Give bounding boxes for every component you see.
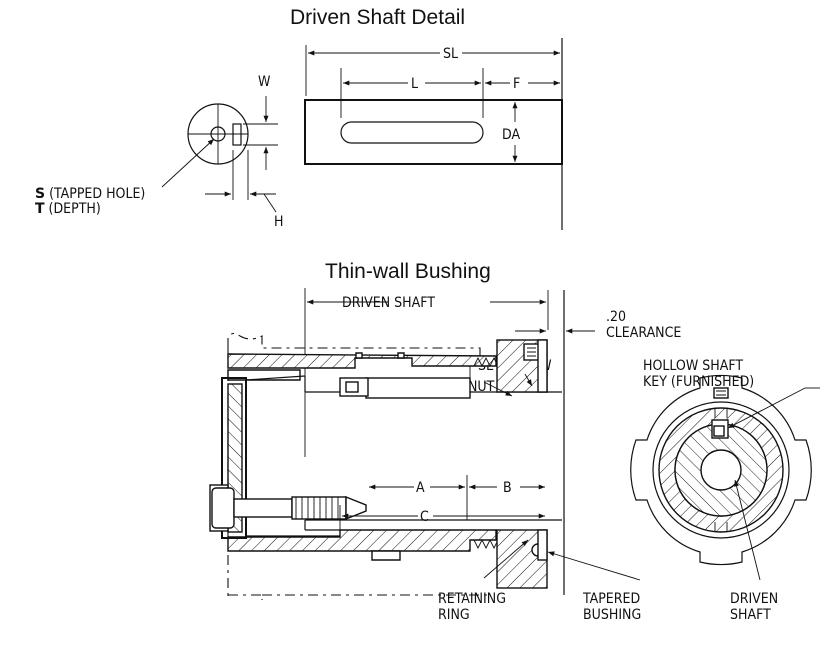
- sleeve-upper: [227, 352, 507, 381]
- housing-outline: [227, 332, 490, 600]
- end-cap: [221, 375, 340, 539]
- tapered-bushing-label-2: BUSHING: [583, 607, 641, 623]
- driven-shaft-detail-title: Driven Shaft Detail: [290, 6, 465, 29]
- retaining-ring-label-1: RETAINING: [438, 591, 506, 607]
- nut-lower: [496, 529, 548, 589]
- thin-wall-bushing-title: Thin-wall Bushing: [325, 260, 491, 283]
- b-dimension-label: B: [503, 480, 512, 496]
- hollow-shaft-key-label-2: KEY (FURNISHED): [643, 374, 754, 390]
- shaft-side-view: [304, 38, 563, 230]
- driven-shaft-label-1: DRIVEN: [730, 591, 778, 607]
- shaft-end-view: [161, 96, 278, 213]
- nut-label: NUT: [468, 379, 495, 395]
- clearance-value-label: .20: [606, 309, 626, 325]
- l-dimension-label: L: [411, 76, 418, 92]
- retaining-ring-label-2: RING: [438, 607, 470, 623]
- a-dimension-label: A: [416, 480, 425, 496]
- sl-dimension-label: SL: [443, 46, 458, 62]
- driven-shaft-body: [304, 366, 562, 531]
- hollow-shaft-key-label-1: HOLLOW SHAFT: [643, 358, 743, 374]
- w-dimension-label: W: [258, 74, 271, 90]
- clearance-label: CLEARANCE: [606, 325, 681, 341]
- depth-label: T (DEPTH): [35, 201, 101, 217]
- c-dimension-label: C: [420, 509, 429, 525]
- driven-shaft-label-2: SHAFT: [730, 607, 771, 623]
- tapered-bushing-label-1: TAPERED: [582, 591, 640, 607]
- bushing-end-view: [630, 374, 812, 566]
- driven-shaft-dim-label: DRIVEN SHAFT: [342, 295, 435, 311]
- nut-upper: [496, 339, 548, 393]
- retaining-bolt: [209, 484, 367, 532]
- bushing-dims: [339, 475, 545, 530]
- h-dimension-label: H: [274, 214, 283, 230]
- tapped-hole-label: S (TAPPED HOLE): [35, 186, 145, 202]
- da-dimension-label: DA: [502, 127, 520, 143]
- sleeve-lower: [227, 529, 507, 561]
- f-dimension-label: F: [513, 76, 520, 92]
